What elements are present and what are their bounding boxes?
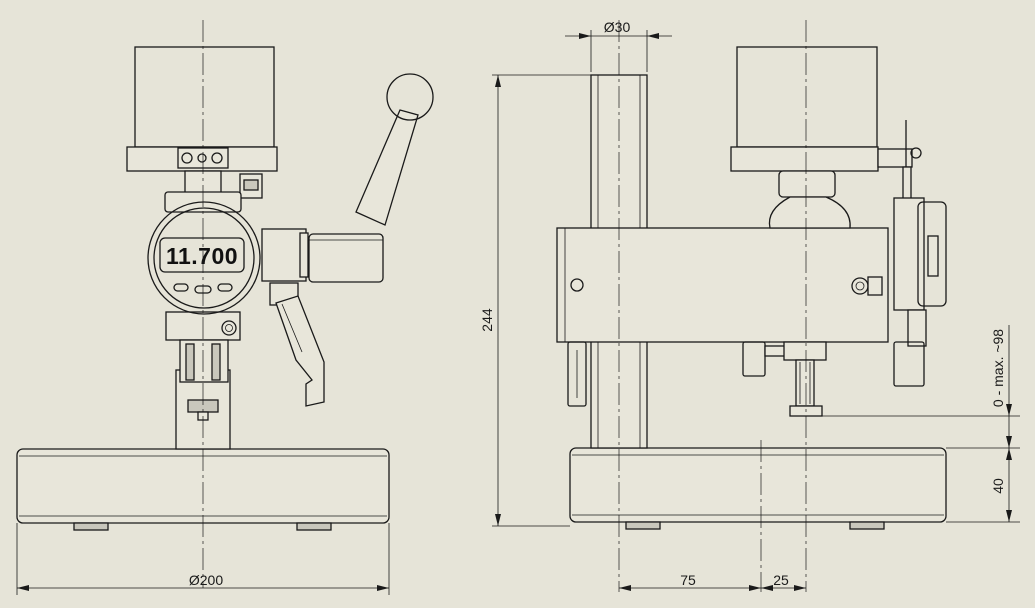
- dim-total-height: 244: [479, 74, 591, 527]
- side-view: [556, 20, 947, 592]
- side-carriage: [556, 227, 889, 407]
- side-spindle: [742, 341, 827, 417]
- shaft-diameter-label: Ø30: [604, 19, 631, 35]
- front-spindle-block: [165, 311, 241, 383]
- front-weight: [126, 46, 278, 204]
- dimensions: Ø30 244 0 - max. ~98 40: [16, 19, 1020, 595]
- dim-base-diameter: Ø200: [16, 523, 390, 595]
- spindle-offset-label: 25: [773, 572, 789, 588]
- dim-offsets: 75 25: [619, 572, 806, 591]
- column-offset-label: 75: [680, 572, 696, 588]
- dim-measuring-range: 0 - max. ~98: [822, 325, 1020, 449]
- side-base: [569, 447, 947, 530]
- base-diameter-label: Ø200: [189, 572, 223, 588]
- digital-indicator: 11.700: [147, 191, 261, 315]
- indicator-reading: 11.700: [166, 243, 238, 269]
- total-height-label: 244: [479, 308, 495, 332]
- side-weight: [730, 46, 922, 229]
- side-indicator: [893, 120, 947, 387]
- dim-base-height: 40: [946, 448, 1020, 523]
- front-view: 11.700: [16, 20, 434, 588]
- dim-shaft-diameter: Ø30: [565, 19, 672, 72]
- measuring-range-label: 0 - max. ~98: [990, 329, 1006, 407]
- base-height-label: 40: [990, 478, 1006, 494]
- front-lever: [261, 73, 434, 407]
